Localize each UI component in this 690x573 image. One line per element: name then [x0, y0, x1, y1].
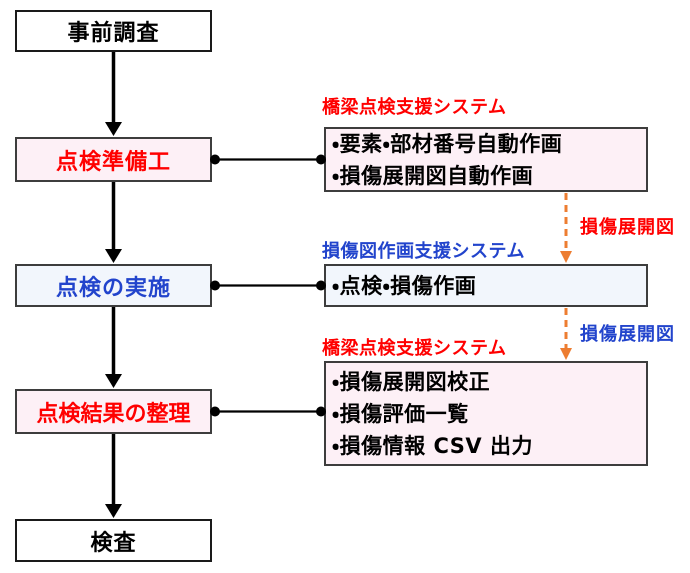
- flow-step-preliminary-survey: 事前調査: [15, 10, 212, 52]
- system-box-damage-drawing-support: ・点検・損傷作画: [324, 264, 648, 307]
- flow-step-label: 事前調査: [67, 21, 160, 46]
- system-function-item: ・点検・損傷作画: [332, 273, 477, 298]
- system-function-item: ・要素・部材番号自動作画: [332, 131, 563, 156]
- flow-arrow-down-icon: [105, 434, 122, 518]
- system-function-item: ・損傷展開図自動作画: [332, 163, 534, 188]
- flow-arrow-down-icon: [105, 52, 122, 136]
- connector-line: [210, 154, 326, 165]
- flow-step-label: 点検準備工: [55, 149, 171, 175]
- flow-step-inspection-preparation: 点検準備工: [15, 137, 212, 182]
- flow-step-label: 点検結果の整理: [36, 401, 191, 427]
- flow-step-label: 検査: [90, 530, 137, 556]
- system-box-bridge-inspection-support-2: ・損傷展開図校正 ・損傷評価一覧 ・損傷情報 CSV 出力: [324, 361, 648, 466]
- flow-arrow-down-icon: [105, 307, 122, 388]
- flow-arrow-down-icon: [105, 182, 122, 263]
- connector-line: [210, 406, 326, 417]
- system-title-damage-drawing-support: 損傷図作画支援システム: [322, 241, 525, 262]
- dashed-arrow-down-icon: [560, 308, 572, 360]
- data-flow-label-damage-expansion-drawing-1: 損傷展開図: [580, 217, 675, 238]
- step-system-connectors: [210, 154, 326, 417]
- flow-step-inspection-execution: 点検の実施: [15, 264, 212, 307]
- system-title-bridge-inspection-support-1: 橋梁点検支援システム: [322, 97, 507, 118]
- flow-step-label: 点検の実施: [55, 275, 171, 301]
- flow-step-result-organization: 点検結果の整理: [15, 389, 212, 434]
- system-box-bridge-inspection-support-1: ・要素・部材番号自動作画 ・損傷展開図自動作画: [324, 127, 648, 192]
- system-function-item: ・損傷評価一覧: [332, 401, 469, 426]
- system-function-item: ・損傷展開図校正: [332, 369, 491, 394]
- system-function-item: ・損傷情報 CSV 出力: [332, 433, 533, 458]
- connector-line: [210, 280, 326, 291]
- flow-step-final-inspection: 検査: [15, 519, 212, 562]
- dashed-arrow-down-icon: [560, 193, 572, 263]
- data-flow-label-damage-expansion-drawing-2: 損傷展開図: [580, 324, 675, 345]
- system-title-bridge-inspection-support-2: 橋梁点検支援システム: [322, 338, 507, 359]
